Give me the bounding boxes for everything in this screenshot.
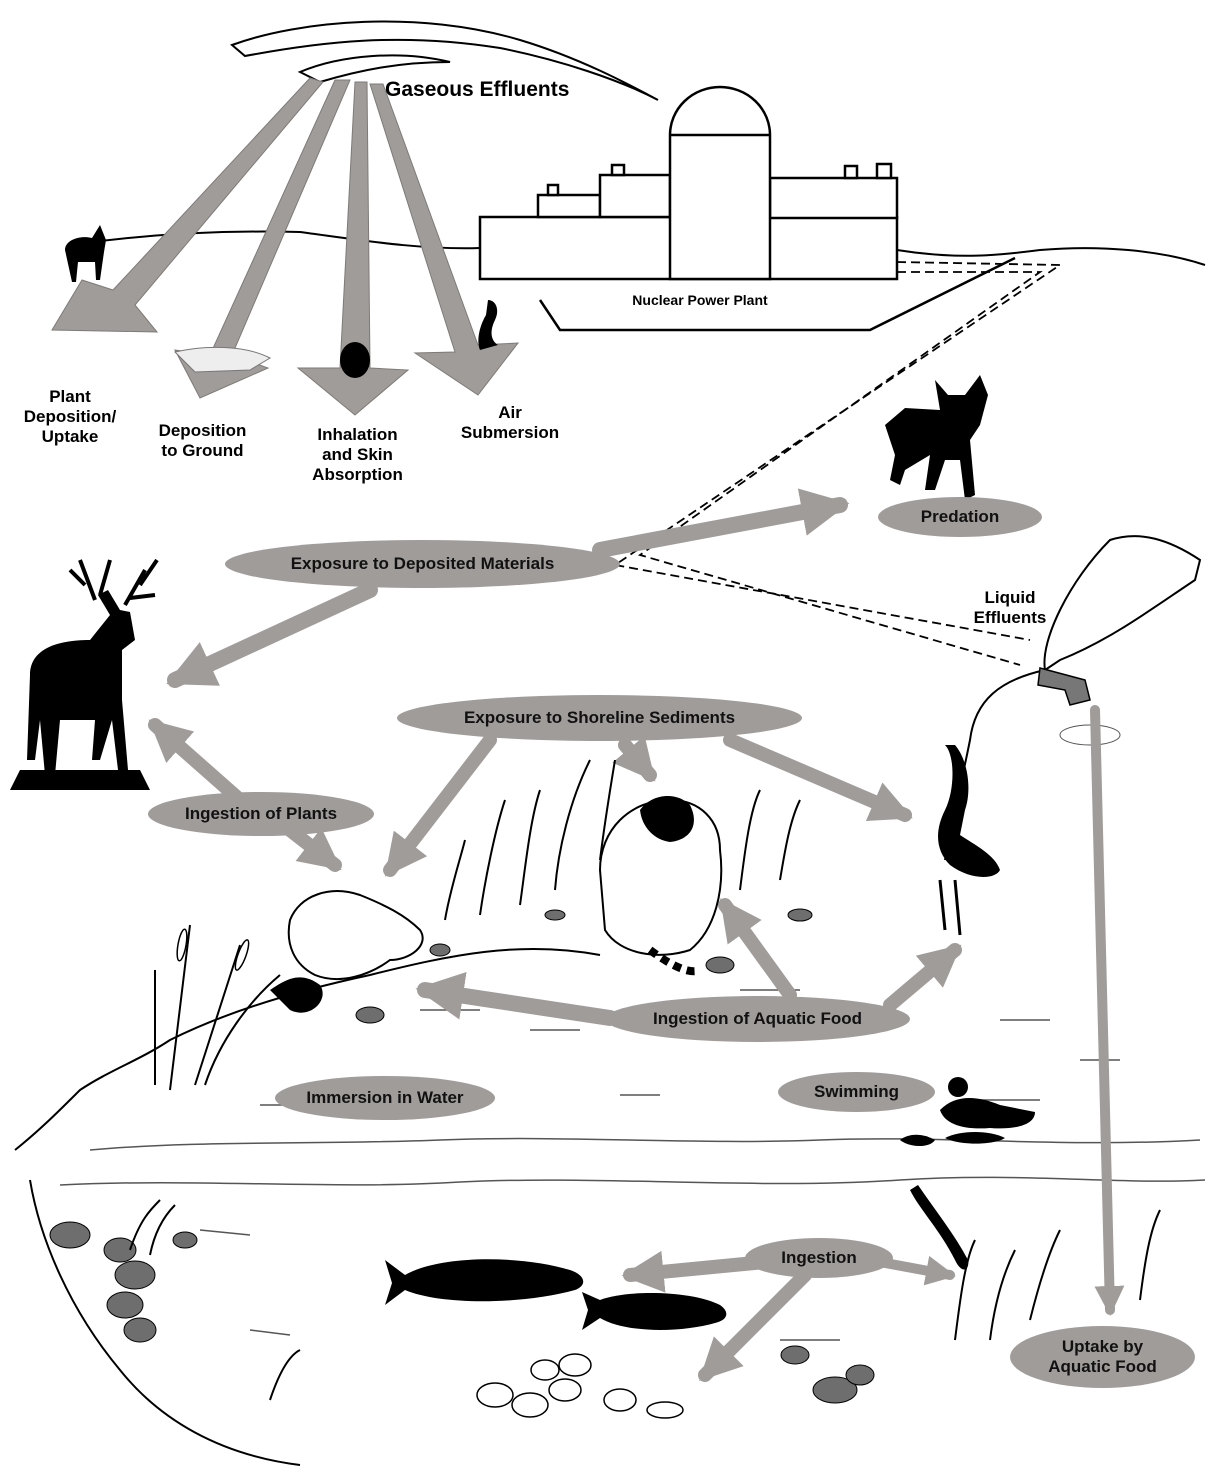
ingestion-aquatic-label: Ingestion of Aquatic Food — [652, 1009, 862, 1028]
power-plant-label: Nuclear Power Plant — [632, 292, 768, 308]
ingestion-plants-pill: Ingestion of Plants — [148, 792, 374, 836]
fish-icon — [385, 1259, 727, 1330]
gaseous-deposition-arrows — [51, 77, 520, 416]
ground-patch — [174, 346, 272, 373]
fox-icon — [340, 342, 988, 500]
uptake-aquatic-pill: Uptake by Aquatic Food — [1010, 1326, 1195, 1388]
predation-pill: Predation — [878, 497, 1042, 537]
raccoon-icon — [598, 795, 723, 976]
gaseous-plume — [230, 20, 659, 101]
exposure-deposited-pill: Exposure to Deposited Materials — [225, 540, 620, 588]
swimming-pill: Swimming — [778, 1072, 935, 1112]
exposure-shoreline-pill: Exposure to Shoreline Sediments — [397, 695, 802, 741]
pathway-arrows — [148, 488, 1125, 1382]
deer-icon — [10, 225, 159, 790]
ingestion-label: Ingestion — [781, 1248, 857, 1267]
land-outline — [14, 230, 1206, 1466]
inhalation-label: Inhalation and Skin Absorption — [312, 425, 403, 484]
heron-icon — [478, 300, 1000, 936]
predation-label: Predation — [920, 507, 1000, 526]
cattail-icon — [129, 759, 1161, 1401]
plant-deposition-label: Plant Deposition/ Uptake — [23, 387, 117, 446]
liquid-effluent-pipeline — [612, 261, 1063, 666]
water-lines — [59, 989, 1206, 1341]
air-submersion-label: Air Submersion — [460, 403, 560, 442]
power-plant-building — [478, 85, 1016, 332]
ingestion-pill: Ingestion — [745, 1238, 893, 1278]
ingestion-aquatic-pill: Ingestion of Aquatic Food — [605, 996, 910, 1042]
immersion-water-label: Immersion in Water — [306, 1088, 464, 1107]
cattail-heads — [176, 928, 250, 971]
swimming-label: Swimming — [813, 1082, 899, 1101]
exposure-shoreline-label: Exposure to Shoreline Sediments — [463, 708, 736, 727]
exposure-deposited-label: Exposure to Deposited Materials — [290, 554, 555, 573]
beaver-icon — [270, 890, 424, 1013]
immersion-water-pill: Immersion in Water — [275, 1076, 495, 1120]
ingestion-plants-label: Ingestion of Plants — [184, 804, 338, 823]
clam-icon — [476, 1353, 684, 1419]
duck-icon — [900, 1077, 1035, 1270]
rocks — [49, 908, 875, 1404]
effluent-pipe-icon — [1037, 667, 1121, 746]
uptake-aquatic-label: Uptake by Aquatic Food — [1048, 1337, 1157, 1376]
gaseous-effluents-label: Gaseous Effluents — [385, 78, 570, 101]
liquid-effluents-label: Liquid Effluents — [973, 588, 1047, 627]
deposition-ground-label: Deposition to Ground — [158, 421, 247, 460]
